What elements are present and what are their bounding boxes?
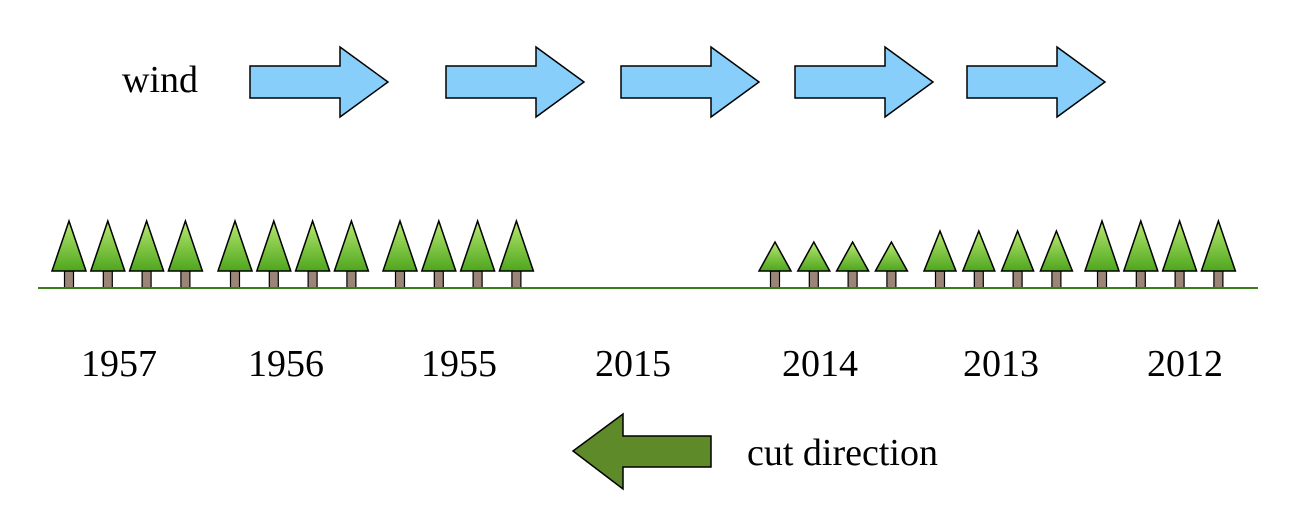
tree-trunk	[63, 270, 75, 289]
tree-trunk	[180, 270, 191, 289]
tree-trunk	[1213, 270, 1224, 289]
tree-crown	[874, 240, 909, 272]
tree	[50, 218, 88, 289]
tree-trunk	[472, 270, 483, 289]
wind-arrow	[966, 45, 1107, 119]
tree-crown	[216, 218, 254, 272]
tree-crown	[420, 218, 457, 272]
tree	[1083, 218, 1121, 289]
tree-crown	[961, 228, 996, 272]
tree	[1200, 218, 1237, 289]
year-label: 1957	[81, 343, 157, 385]
tree-trunk	[141, 270, 152, 289]
tree-crown	[255, 218, 292, 272]
tree	[1000, 228, 1035, 289]
tree-trunk	[769, 270, 781, 289]
tree	[167, 218, 204, 289]
tree-group-2014	[757, 240, 909, 289]
wind-arrows	[249, 45, 1107, 119]
wind-label: wind	[122, 59, 198, 101]
tree-crown	[128, 218, 165, 272]
year-label: 1956	[248, 343, 324, 385]
tree-trunk	[1135, 270, 1146, 289]
tree-stands	[50, 218, 1237, 289]
tree-trunk	[1096, 270, 1108, 289]
tree-crown	[757, 240, 793, 272]
tree-crown	[1122, 218, 1159, 272]
tree-crown	[796, 240, 832, 272]
tree-crown	[50, 218, 88, 272]
tree	[294, 218, 331, 289]
tree-trunk	[268, 270, 279, 289]
year-label: 2014	[782, 343, 858, 385]
tree-trunk	[886, 270, 897, 289]
tree	[216, 218, 254, 289]
tree-trunk	[307, 270, 318, 289]
year-label: 1955	[421, 343, 497, 385]
tree-crown	[294, 218, 331, 272]
tree-crown	[835, 240, 870, 272]
tree	[1122, 218, 1159, 289]
tree-trunk	[102, 270, 113, 289]
tree-crown	[1000, 228, 1035, 272]
tree-crown	[1161, 218, 1198, 272]
tree-crown	[333, 218, 370, 272]
tree-group-2012	[1083, 218, 1237, 289]
tree-group-2013	[922, 228, 1074, 289]
tree-trunk	[229, 270, 241, 289]
tree	[459, 218, 496, 289]
tree-group-1955	[381, 218, 535, 289]
tree-group-1956	[216, 218, 370, 289]
tree-crown	[1039, 228, 1074, 272]
cut-direction-label: cut direction	[747, 432, 938, 474]
year-label: 2012	[1147, 343, 1223, 385]
tree	[835, 240, 870, 289]
tree	[796, 240, 832, 289]
tree-trunk	[1012, 270, 1023, 289]
tree	[89, 218, 126, 289]
wind-arrow	[249, 45, 390, 119]
tree	[498, 218, 535, 289]
tree-trunk	[1051, 270, 1062, 289]
wind-arrow	[445, 45, 586, 119]
tree-crown	[167, 218, 204, 272]
cut-direction-arrow	[571, 412, 712, 491]
tree-trunk	[973, 270, 984, 289]
tree-crown	[89, 218, 126, 272]
wind-arrow	[620, 45, 761, 119]
tree-crown	[381, 218, 419, 272]
tree	[1039, 228, 1074, 289]
tree	[922, 228, 958, 289]
tree-crown	[922, 228, 958, 272]
tree	[381, 218, 419, 289]
tree-trunk	[511, 270, 522, 289]
tree-trunk	[808, 270, 819, 289]
wind-arrow	[794, 45, 935, 119]
tree	[333, 218, 370, 289]
tree	[757, 240, 793, 289]
tree-trunk	[346, 270, 357, 289]
tree	[128, 218, 165, 289]
tree-trunk	[433, 270, 444, 289]
tree-trunk	[934, 270, 946, 289]
tree	[874, 240, 909, 289]
tree	[420, 218, 457, 289]
tree	[255, 218, 292, 289]
tree-crown	[1200, 218, 1237, 272]
tree-trunk	[394, 270, 406, 289]
tree-crown	[1083, 218, 1121, 272]
tree-group-1957	[50, 218, 204, 289]
tree-crown	[498, 218, 535, 272]
year-label: 2015	[595, 343, 671, 385]
tree	[1161, 218, 1198, 289]
tree-trunk	[1174, 270, 1185, 289]
tree	[961, 228, 996, 289]
year-labels: 1957 1956 1955 2015 2014 2013 2012	[81, 343, 1223, 385]
tree-crown	[459, 218, 496, 272]
year-label: 2013	[963, 343, 1039, 385]
tree-trunk	[847, 270, 858, 289]
